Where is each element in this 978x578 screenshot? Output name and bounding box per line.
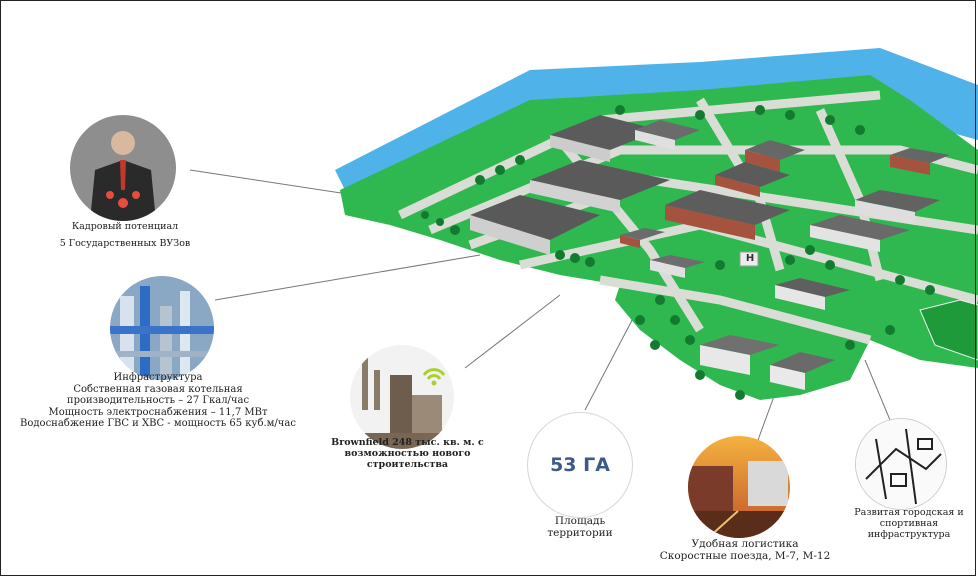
city-map-photo	[855, 418, 947, 510]
brownfield-label: Brownfield 248 тыс. кв. м. с возможность…	[325, 437, 490, 471]
city-line-1: Развитая городская и	[854, 507, 964, 518]
brownfield-line-3: строительства	[366, 458, 449, 470]
logistics-subtitle: Скоростные поезда, М-7, М-12	[659, 550, 831, 563]
train-truck-icon	[688, 436, 790, 538]
industrial-pipes-icon	[110, 276, 214, 380]
logistics-photo	[688, 436, 790, 538]
area-value: 53 ГА	[550, 454, 610, 476]
infrastructure-label: Инфраструктура Собственная газовая котел…	[8, 372, 308, 430]
staff-subtitle: 5 Государственных ВУЗов	[59, 237, 191, 249]
area-line-1: Площадь	[554, 515, 606, 527]
logistics-title: Удобная логистика	[691, 538, 799, 550]
infrastructure-line-2: производительность – 27 Гкал/час	[66, 395, 250, 406]
area-circle: 53 ГА	[527, 412, 633, 518]
infrastructure-line-3: Мощность электроснабжения – 11,7 МВт	[48, 406, 268, 418]
buildings	[470, 115, 950, 390]
business-person-icon	[70, 115, 176, 221]
city-line-2: спортивная	[879, 517, 939, 529]
area-line-2: территории	[547, 527, 613, 540]
infrastructure-title: Инфраструктура	[113, 372, 203, 383]
city-map-icon	[856, 419, 946, 509]
brownfield-line-1: Brownfield 248 тыс. кв. м. с	[331, 437, 484, 448]
staff-title: Кадровый потенциал	[71, 221, 179, 232]
staff-photo	[70, 115, 176, 221]
brownfield-line-2: возможностью нового	[344, 447, 471, 459]
staff-label: Кадровый потенциал 5 Государственных ВУЗ…	[40, 221, 210, 250]
infrastructure-line-4: Водоснабжение ГВС и ХВС - мощность 65 ку…	[20, 418, 296, 429]
infrastructure-photo	[110, 276, 214, 380]
infrastructure-line-1: Собственная газовая котельная	[73, 383, 243, 395]
helipad-label: H	[745, 253, 755, 264]
city-line-3: инфраструктура	[867, 528, 951, 540]
sports-field	[919, 299, 978, 361]
logistics-label: Удобная логистика Скоростные поезда, М-7…	[630, 538, 860, 562]
city-label: Развитая городская и спортивная инфрастр…	[840, 507, 978, 541]
brownfield-photo	[350, 345, 454, 449]
area-label: Площадь территории	[520, 515, 640, 539]
helipad	[739, 251, 759, 267]
trees	[421, 105, 935, 400]
factory-wifi-icon	[350, 345, 454, 449]
